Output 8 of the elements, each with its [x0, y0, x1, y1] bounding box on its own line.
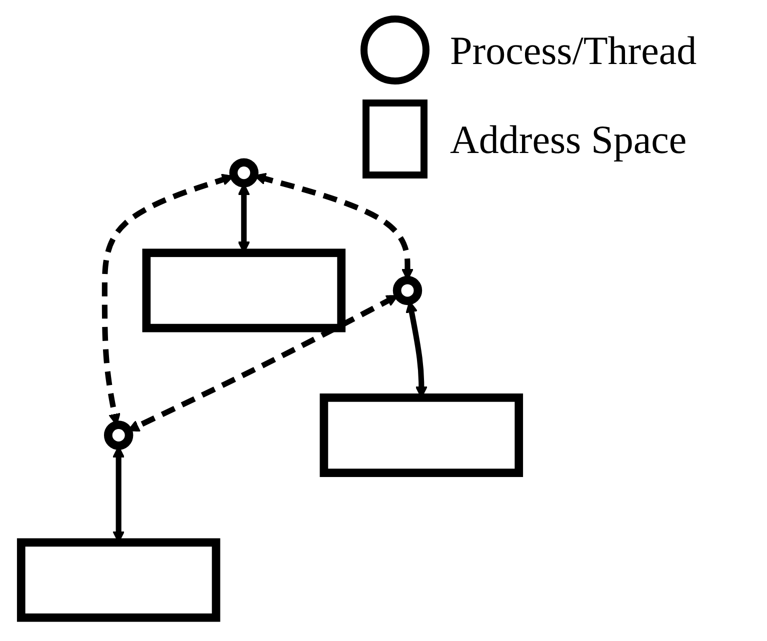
legend-label: Address Space — [450, 116, 687, 162]
node-circle — [229, 158, 259, 188]
legend-label: Process/Thread — [450, 26, 697, 74]
node-circle — [104, 420, 134, 450]
node-box — [320, 393, 524, 478]
node-circle — [392, 276, 422, 306]
node-box — [16, 538, 220, 622]
node-box — [142, 248, 346, 332]
